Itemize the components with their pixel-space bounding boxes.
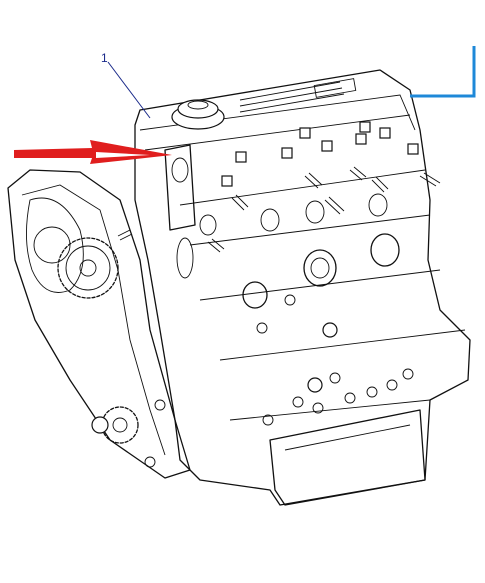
rocker-cover <box>239 78 357 113</box>
ports <box>176 193 400 309</box>
crank-gear <box>57 237 119 299</box>
pulley-hub <box>91 416 109 434</box>
thermostat-housing <box>164 144 196 231</box>
callout-leader <box>107 61 151 119</box>
blue-marker <box>410 46 476 98</box>
callout-number: 1 <box>101 51 108 65</box>
studs <box>117 166 441 253</box>
engine-block <box>134 69 471 506</box>
head-bolts <box>221 121 419 187</box>
oil-filler-cap <box>171 99 225 130</box>
red-arrow <box>14 140 172 164</box>
oil-pan <box>269 409 426 506</box>
lower-bolts <box>144 294 414 468</box>
